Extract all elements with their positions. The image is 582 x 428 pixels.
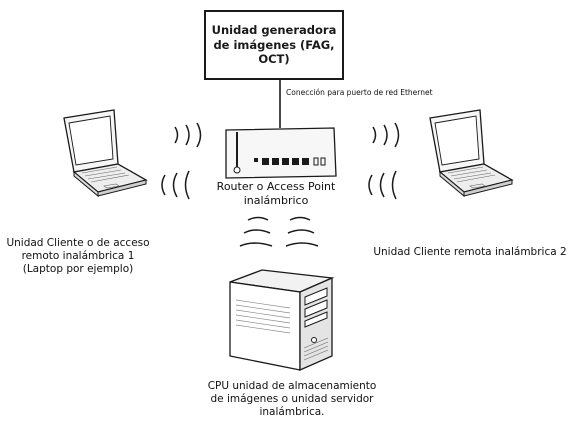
server-label-line: de imágenes o unidad servidor	[210, 393, 374, 406]
laptop-icon	[63, 109, 147, 197]
router-label-line: inalámbrico	[243, 193, 309, 207]
wireless-signal-icon	[372, 122, 400, 148]
server-label: CPU unidad de almacenamiento de imágenes…	[168, 380, 416, 419]
server-label-line: CPU unidad de almacenamiento	[207, 380, 377, 392]
ethernet-connection-label: Conección para puerto de red Ethernet	[286, 88, 433, 97]
client-1-label-line: remoto inalámbrica 1	[21, 250, 135, 263]
router-label: Router o Access Point inalámbrico	[206, 180, 346, 208]
desktop-tower-icon	[229, 269, 335, 371]
wireless-signal-icon	[161, 170, 190, 200]
laptop-icon	[429, 109, 513, 197]
wireless-signal-icon	[239, 216, 319, 247]
client-1-label-line: (Laptop por ejemplo)	[22, 263, 134, 276]
server-label-line: inalámbrica.	[259, 406, 325, 419]
client-2-label: Unidad Cliente remota inalámbrica 2	[373, 246, 567, 258]
wireless-signal-icon	[368, 170, 397, 200]
image-generator-unit-box: Unidad generadora de imágenes (FAG, OCT)	[204, 10, 344, 80]
client-1-label-line: Unidad Cliente o de acceso	[6, 237, 150, 249]
generator-label-line: OCT)	[258, 52, 290, 67]
client-1-label: Unidad Cliente o de acceso remoto inalám…	[0, 237, 156, 276]
router-icon	[225, 127, 337, 179]
generator-label-line: Unidad generadora	[211, 22, 337, 37]
generator-label-line: de imágenes (FAG,	[213, 37, 335, 52]
wireless-signal-icon	[174, 122, 202, 148]
router-label-line: Router o Access Point	[216, 180, 336, 193]
